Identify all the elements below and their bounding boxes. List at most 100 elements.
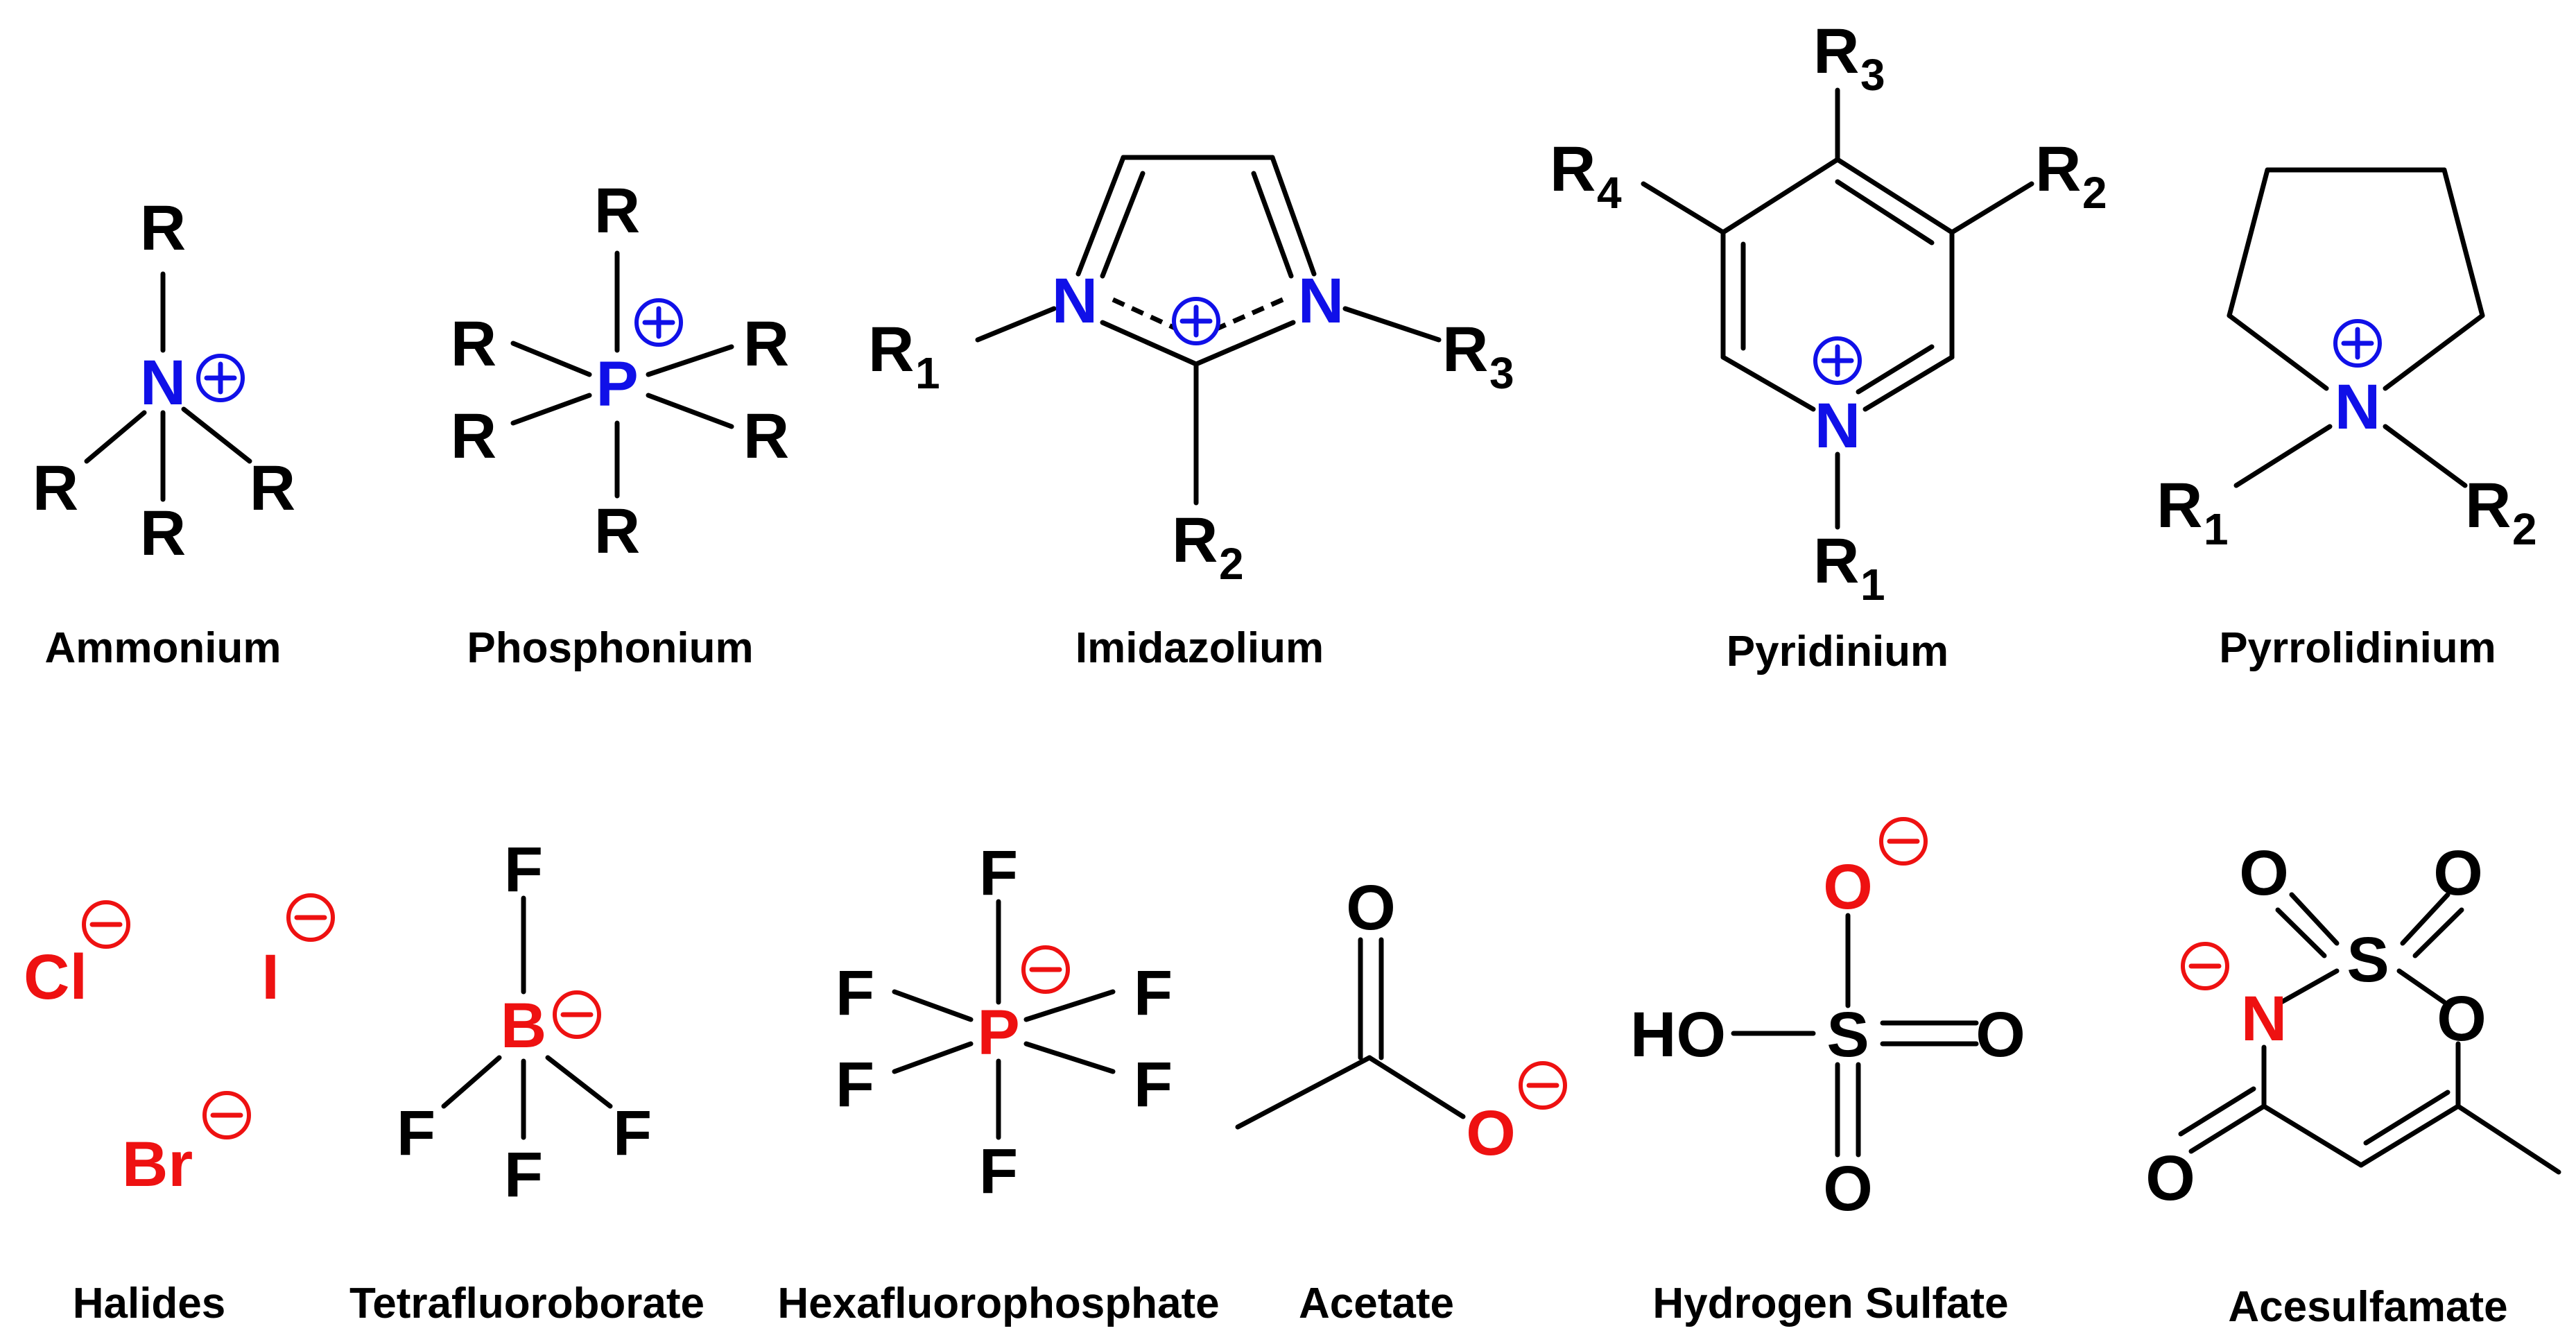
positive-charge-icon — [196, 354, 245, 402]
fluorine-left: F — [397, 1098, 435, 1169]
phosphonium-r-top: R — [594, 175, 640, 246]
pyrrolidinium-r1: R 1 — [2156, 470, 2229, 554]
oxygen-bottom: O — [1823, 1153, 1873, 1224]
negative-charge-icon — [1519, 1061, 1567, 1110]
imidazolium-r2-subscript: 2 — [1219, 539, 1244, 589]
pyridinium-r3-subscript: 3 — [1860, 50, 1885, 100]
fluorine-top: F — [979, 838, 1018, 909]
fluorine-upper-right: F — [1134, 958, 1173, 1029]
phosphorus-atom: P — [977, 997, 1019, 1068]
phosphonium-r-upper-left: R — [451, 309, 496, 379]
pyridinium-r1-subscript: 1 — [1860, 560, 1885, 610]
negative-charge-icon — [82, 900, 130, 949]
positive-charge-icon — [2333, 319, 2382, 368]
phosphonium-r-lower-right: R — [743, 401, 789, 472]
label-acetate: Acetate — [1299, 1280, 1454, 1327]
label-imidazolium: Imidazolium — [1075, 624, 1324, 672]
pyridinium-r2: R 2 — [2035, 134, 2107, 218]
phosphonium-phosphorus: P — [596, 349, 638, 420]
fluorine-top: F — [504, 834, 543, 905]
chloride-ion: Cl — [24, 942, 87, 1013]
imidazolium-r2-letter: R — [1172, 505, 1218, 576]
ammonium-r-right: R — [250, 453, 295, 524]
fluorine-bottom: F — [979, 1136, 1018, 1207]
imidazolium-nitrogen-3: N — [1298, 266, 1344, 336]
pyridinium-r4-letter: R — [1550, 134, 1596, 205]
fluorine-upper-left: F — [836, 958, 874, 1029]
carboxylate-oxygen: O — [1466, 1098, 1516, 1169]
acetate-structure: O O Acetate — [1235, 872, 1567, 1327]
imidazolium-r3-subscript: 3 — [1489, 348, 1514, 398]
positive-charge-icon — [1813, 336, 1862, 385]
label-phosphonium: Phosphonium — [467, 624, 753, 672]
imidazolium-r2: R 2 — [1172, 505, 1244, 589]
phosphonium-r-upper-right: R — [743, 309, 789, 379]
fluorine-bottom: F — [504, 1139, 543, 1210]
pyridinium-r3: R 3 — [1813, 16, 1885, 100]
pyrrolidinium-r2: R 2 — [2465, 470, 2537, 554]
carbonyl-oxygen: O — [2145, 1143, 2195, 1214]
negative-charge-icon — [2181, 942, 2229, 990]
anionic-oxygen: O — [1823, 852, 1873, 922]
pyridinium-nitrogen: N — [1815, 390, 1860, 461]
negative-charge-icon — [553, 990, 601, 1039]
fluorine-right: F — [613, 1098, 652, 1169]
imidazolium-r3: R 3 — [1442, 314, 1514, 398]
ammonium-structure: R N R R R Ammonium — [33, 193, 295, 672]
pyrrolidinium-nitrogen: N — [2335, 372, 2380, 442]
fluorine-lower-left: F — [836, 1049, 874, 1120]
ammonium-r-bottom: R — [140, 498, 186, 569]
sulfur-atom: S — [2346, 924, 2389, 995]
phosphonium-r-lower-left: R — [451, 401, 496, 472]
boron-atom: B — [501, 990, 546, 1061]
pyridinium-r1: R 1 — [1813, 526, 1885, 610]
ammonium-r-top: R — [140, 193, 186, 264]
pyridinium-r3-letter: R — [1813, 16, 1859, 87]
negative-charge-icon — [286, 893, 335, 942]
bromide-ion: Br — [122, 1129, 193, 1200]
phosphonium-r-bottom: R — [594, 496, 640, 567]
negative-charge-icon — [1021, 945, 1070, 994]
pyridinium-r1-letter: R — [1813, 526, 1859, 596]
pyridinium-r2-subscript: 2 — [2082, 168, 2107, 218]
acesulfamate-structure: O O S N O O Acesulfamate — [2145, 838, 2561, 1331]
tetrafluoroborate-structure: F B F F F Tetrafluoroborate — [349, 834, 704, 1327]
imidazolium-r1: R 1 — [868, 314, 940, 398]
imidazolium-structure: N N R 1 R 3 R 2 Imidazolium — [868, 155, 1514, 672]
label-halides: Halides — [73, 1280, 226, 1327]
pyridinium-structure: R 3 R 4 R 2 R 1 N Pyridinium — [1550, 16, 2107, 676]
ring-oxygen: O — [2437, 983, 2487, 1054]
pyridinium-r4: R 4 — [1550, 134, 1622, 218]
label-acesulfamate: Acesulfamate — [2228, 1283, 2507, 1331]
positive-charge-icon — [1172, 297, 1220, 345]
fluorine-lower-right: F — [1134, 1049, 1173, 1120]
imidazolium-r3-letter: R — [1442, 314, 1488, 385]
label-pyrrolidinium: Pyrrolidinium — [2219, 624, 2496, 672]
negative-charge-icon — [1879, 817, 1928, 866]
oxygen-right: O — [1976, 999, 2025, 1070]
pyrrolidinium-structure: N R 1 R 2 Pyrrolidinium — [2156, 167, 2537, 672]
label-hydrogen-sulfate: Hydrogen Sulfate — [1652, 1280, 2008, 1327]
imidazolium-nitrogen-1: N — [1052, 266, 1098, 336]
phosphonium-structure: R P R R R R R Phosphonium — [451, 175, 789, 672]
sulfur-atom: S — [1826, 999, 1869, 1070]
sulfonyl-oxygen-right: O — [2433, 838, 2483, 909]
imidazolium-r1-letter: R — [868, 314, 914, 385]
label-hexafluorophosphate: Hexafluorophosphate — [777, 1280, 1219, 1327]
hexafluorophosphate-structure: F P F F F F F Hexafluorophosphate — [777, 838, 1219, 1327]
carbonyl-oxygen: O — [1346, 872, 1396, 943]
pyrrolidinium-r2-letter: R — [2465, 470, 2511, 541]
ammonium-r-left: R — [33, 453, 78, 524]
pyrrolidinium-r2-subscript: 2 — [2512, 504, 2537, 554]
pyrrolidinium-r1-letter: R — [2156, 470, 2202, 541]
label-ammonium: Ammonium — [45, 624, 282, 672]
nitrogen-atom: N — [2241, 983, 2287, 1054]
pyridinium-r4-subscript: 4 — [1597, 168, 1622, 218]
negative-charge-icon — [202, 1091, 251, 1139]
iodide-ion: I — [261, 942, 279, 1013]
label-tetrafluoroborate: Tetrafluoroborate — [349, 1280, 704, 1327]
halides-structure: Cl I Br Halides — [24, 893, 335, 1327]
label-pyridinium: Pyridinium — [1727, 628, 1948, 676]
